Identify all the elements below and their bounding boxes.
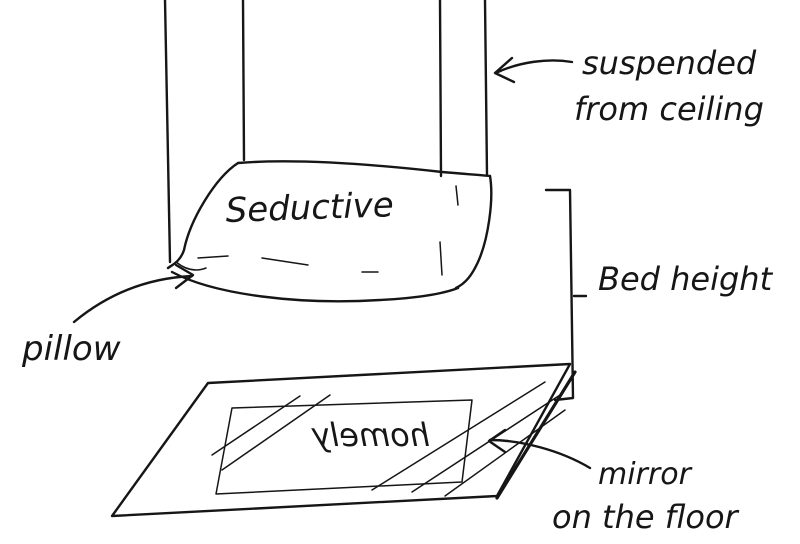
pillow-shape — [166, 160, 493, 303]
mirror-inscription: homely — [310, 416, 430, 454]
pillow-bottom-edge — [170, 270, 460, 303]
mirror-edge-thickness — [495, 370, 577, 500]
pillow-crease-4 — [439, 241, 443, 276]
suspended-label-line2: from ceiling — [574, 90, 764, 128]
right-inner-line — [438, 0, 443, 178]
pillow-corner-fold — [175, 261, 207, 271]
mirror-reflection-4 — [411, 394, 561, 493]
right-outer-line — [483, 0, 489, 177]
suspended-label-line1: suspended — [582, 44, 757, 82]
pillow-crease-5 — [455, 185, 459, 206]
mirror-reflection-2 — [221, 394, 331, 471]
pillow-crease-2 — [261, 257, 309, 266]
bed-height-label: Bed height — [598, 260, 774, 298]
left-outer-line — [163, 0, 172, 264]
mirror-label-line2: on the floor — [552, 498, 740, 536]
mirror-arrow — [487, 428, 592, 470]
mirror-reflection-1 — [211, 395, 301, 456]
bed-height-bracket — [544, 188, 588, 402]
pillow-crease-1 — [197, 255, 229, 259]
suspended-arrow — [493, 56, 574, 84]
mirror-reflection-3 — [371, 381, 546, 491]
pillow-top-edge — [236, 160, 492, 178]
suspension-lines — [163, 0, 489, 264]
pillow-right-edge — [454, 174, 493, 290]
pillow-inscription: Seductive — [225, 185, 394, 231]
mirror-inner-frame — [215, 399, 473, 495]
pillow-left-edge — [166, 161, 240, 270]
pillow-arrow — [72, 263, 195, 324]
mirror-label-line1: mirror — [598, 457, 693, 492]
left-inner-line — [241, 0, 246, 162]
pillow-label: pillow — [21, 329, 121, 369]
